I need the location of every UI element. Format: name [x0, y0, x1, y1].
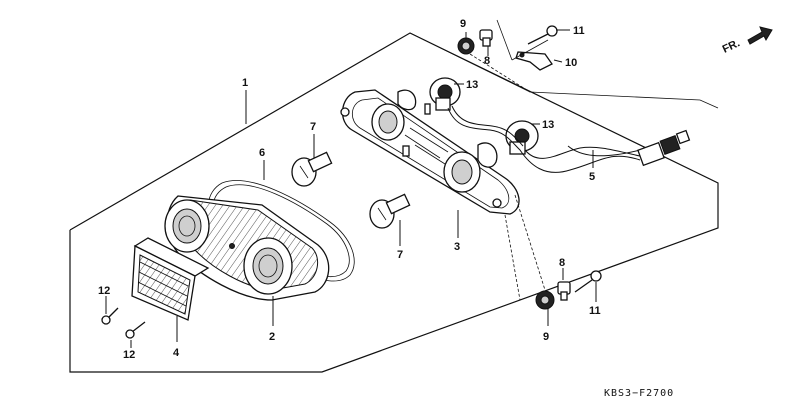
drawing-code: KBS3−F2700 — [604, 388, 674, 399]
tail-light-lens — [164, 195, 330, 301]
callout-8-upper: 8 — [484, 55, 490, 67]
bulb-socket-upper — [429, 77, 461, 111]
callout-11-upper: 11 — [573, 25, 585, 37]
grommet-lower — [535, 290, 555, 310]
collar-upper — [479, 29, 493, 47]
grommet-upper — [457, 37, 475, 55]
callout-12-upper: 12 — [98, 285, 110, 297]
bulb-socket-lower — [505, 120, 539, 155]
assembly-frame-divider — [409, 32, 719, 109]
leader-lines — [105, 19, 597, 348]
license-light-cover — [131, 237, 210, 321]
screw-small-upper — [101, 307, 119, 325]
callout-1: 1 — [242, 77, 248, 89]
callout-8-lower: 8 — [559, 257, 565, 269]
callout-12-lower: 12 — [123, 349, 135, 361]
screw-upper — [527, 25, 558, 45]
callout-4: 4 — [173, 347, 180, 359]
bulb-upper — [291, 151, 333, 187]
wire-harness — [447, 105, 691, 173]
callout-9-lower: 9 — [543, 331, 549, 343]
screw-lower — [574, 270, 602, 293]
collar-lower — [557, 281, 571, 301]
callout-9-upper: 9 — [460, 18, 466, 30]
direction-label: FR. — [721, 37, 742, 55]
callout-10: 10 — [565, 57, 577, 69]
callout-6: 6 — [259, 147, 265, 159]
callout-13-lower: 13 — [542, 119, 554, 131]
callout-3: 3 — [454, 241, 460, 253]
front-arrow-icon — [747, 26, 773, 45]
screw-small-lower — [125, 321, 146, 339]
callout-5: 5 — [589, 171, 595, 183]
bulb-lower — [369, 193, 411, 229]
callout-13-upper: 13 — [466, 79, 478, 91]
callout-11-lower: 11 — [589, 305, 601, 317]
tail-light-housing — [340, 89, 520, 215]
front-direction-indicator: FR. — [721, 26, 773, 56]
callout-7-lower: 7 — [397, 249, 403, 261]
callout-2: 2 — [269, 331, 275, 343]
callout-7-upper: 7 — [310, 121, 316, 133]
